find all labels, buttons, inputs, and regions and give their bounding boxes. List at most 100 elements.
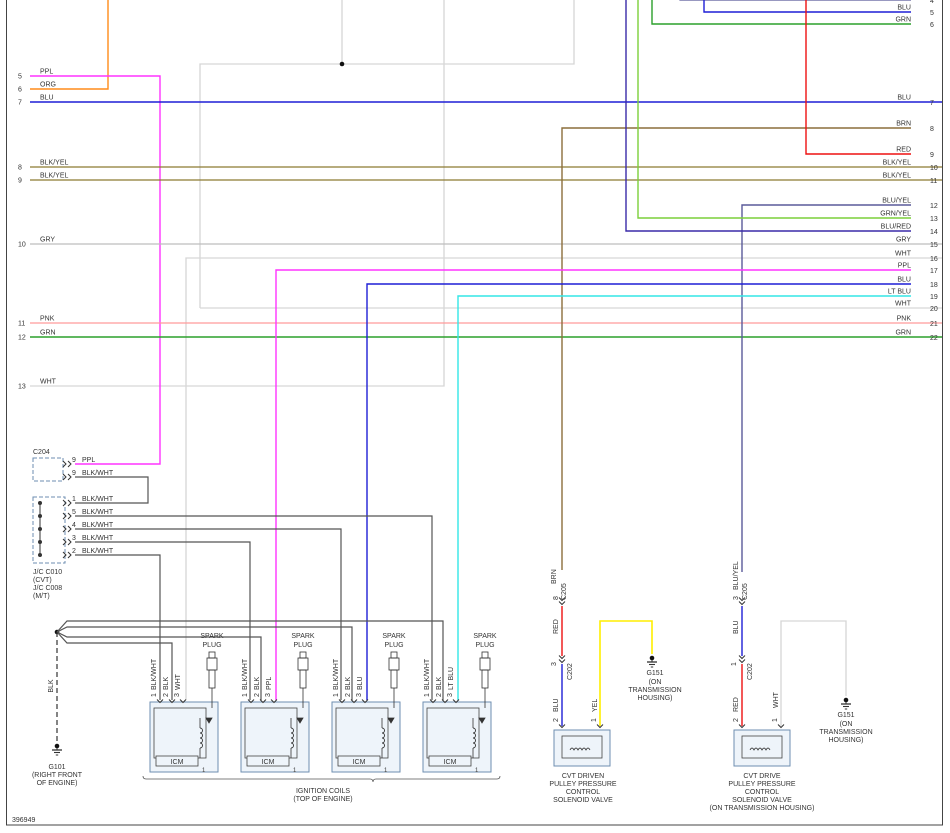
drive-name: (ON TRANSMISSION HOUSING) [710, 805, 815, 812]
spark-plug-icon [481, 669, 489, 689]
coil-diode [387, 717, 395, 724]
org-wire-6 [30, 0, 109, 90]
coil-wire-label: LT BLU [448, 667, 455, 690]
blk-wire-coil3 [56, 626, 353, 700]
right-pin-number: 20 [930, 306, 938, 313]
drive-c205-terminal [738, 597, 746, 602]
left-pin-number: 13 [18, 384, 26, 391]
driven-solenoid-body [553, 729, 611, 767]
spark-plug-icon [390, 669, 398, 689]
jc-caption: J/C C008 [33, 585, 62, 592]
right-pin-number: 5 [930, 10, 934, 17]
g151-ground [647, 655, 657, 668]
drive-pin: 2 [733, 718, 740, 722]
jc-pin: 1 [72, 496, 76, 503]
jc-terminal [62, 499, 67, 507]
coil-wire-label: BLK/WHT [333, 658, 340, 690]
jc-terminal [62, 538, 67, 546]
g151-desc: (ON [649, 679, 662, 686]
blk-wire-coil4 [56, 620, 444, 700]
jc-caption: (CVT) [33, 577, 52, 584]
driven-red-label: RED [553, 619, 560, 634]
wht-16-wire [185, 257, 942, 700]
right-pin-number: 13 [930, 216, 938, 223]
ground-dot [843, 697, 849, 703]
driven-pin: 3 [551, 662, 558, 666]
jc-terminal [62, 551, 67, 559]
coil-pin-number: 2 [254, 693, 261, 697]
left-wire-label: BLK/YEL [40, 160, 69, 167]
wht-loop-wire [199, 0, 575, 308]
left-pin-number: 8 [18, 165, 22, 172]
jc-terminal [67, 538, 72, 546]
left-wire-label: GRY [40, 237, 55, 244]
drive-c202-terminal [738, 655, 746, 660]
drive-name: CVT DRIVE [743, 773, 781, 780]
g101-desc: OF ENGINE) [37, 780, 78, 787]
driven-yel-label: YEL [592, 699, 599, 712]
coil-wire-label: BLK/WHT [424, 658, 431, 690]
drive-name: PULLEY PRESSURE [728, 781, 796, 788]
spark-plug-icon [481, 651, 489, 659]
c204-name: C204 [33, 449, 50, 456]
icm-label: ICM [171, 759, 184, 766]
drive-name: SOLENOID VALVE [732, 797, 792, 804]
driven-brn-label: BRN [551, 569, 558, 584]
right-wire-label: BLK/YEL [883, 160, 912, 167]
left-wire-label: BLK/YEL [40, 173, 69, 180]
right-wire-label: LT BLU [888, 289, 911, 296]
coil-wire-label: BLK/WHT [242, 658, 249, 690]
ignition-coil-1: ICM [149, 701, 219, 773]
coil-wire-label: BLK [163, 676, 170, 690]
coil-terminal [441, 699, 449, 704]
jc-pin: 5 [72, 509, 76, 516]
driven-name: CONTROL [566, 789, 600, 796]
driven-blu-label: BLU [553, 698, 560, 712]
diagram-id: 396949 [12, 817, 35, 824]
blk-label: BLK [48, 679, 55, 693]
coil-wire-label: WHT [175, 673, 182, 690]
drive-c202-label: C202 [747, 663, 754, 680]
jc-terminal [67, 512, 72, 520]
right-wire-label: GRN/YEL [880, 211, 911, 218]
spark-plug-label: SPARK [382, 633, 406, 640]
g151-desc: HOUSING) [638, 695, 673, 702]
blured-wire-14 [625, 0, 911, 232]
right-wire-label: BLU/RED [881, 224, 911, 231]
coil-winding [199, 742, 203, 749]
drive-pin: 1 [772, 718, 779, 722]
right-pin-number: 6 [930, 22, 934, 29]
blkwht-c204-wire [75, 476, 149, 504]
blkwht-wire-5 [75, 515, 433, 700]
g101-name: G101 [48, 764, 65, 771]
blu-wire-5 [703, 0, 911, 13]
left-pin-number: 9 [18, 178, 22, 185]
drive-c205-terminal [738, 601, 746, 606]
jc-terminal [67, 499, 72, 507]
c204-box [32, 457, 64, 482]
coil-wire-label: BLK [254, 676, 261, 690]
jc-terminal [62, 512, 67, 520]
left-wire-label: GRN [40, 330, 56, 337]
blu-wire-18 [366, 283, 911, 700]
spark-plug-icon [479, 657, 491, 671]
coil-wire-label: BLU [357, 676, 364, 690]
jc-pin: 3 [72, 535, 76, 542]
spark-plug-icon [390, 651, 398, 659]
coil-pin-number: 2 [163, 693, 170, 697]
blkwht-wire-4 [75, 528, 342, 700]
coil-terminal [338, 699, 346, 704]
coil-pin-1: 1 [293, 768, 297, 774]
right-pin-number: 12 [930, 203, 938, 210]
right-wire-label: BLK/YEL [883, 173, 912, 180]
ppl-wire-17 [275, 269, 911, 700]
g151b-desc: (ON [840, 721, 853, 728]
drive-c205-label: C205 [742, 583, 749, 600]
right-pin-number: 9 [930, 152, 934, 159]
jc-label: BLK/WHT [82, 496, 114, 503]
right-pin-number: 14 [930, 229, 938, 236]
drive-name: CONTROL [745, 789, 779, 796]
icm-box [155, 755, 199, 767]
g151b-desc: HOUSING) [829, 737, 864, 744]
g151-desc: TRANSMISSION [628, 687, 681, 694]
